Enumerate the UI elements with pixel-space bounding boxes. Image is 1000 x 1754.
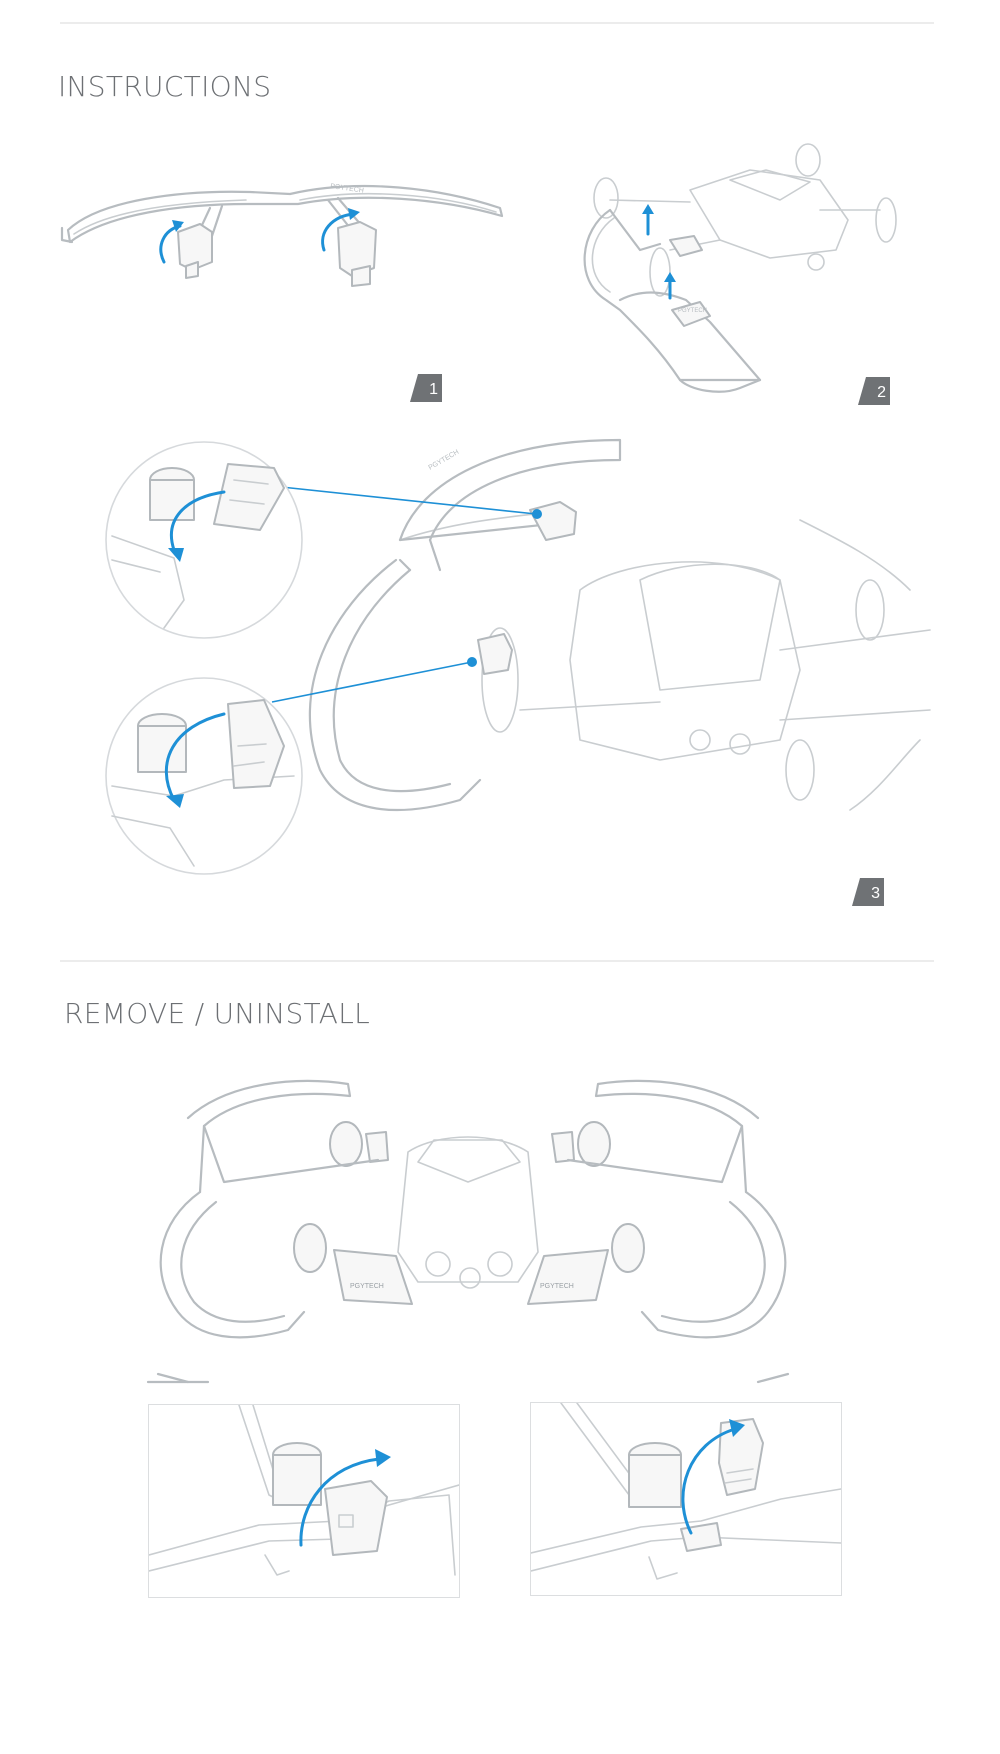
zoom-upper-icon <box>105 441 303 639</box>
svg-text:PGYTECH: PGYTECH <box>330 183 364 195</box>
badge-shape-icon <box>858 377 890 405</box>
top-divider <box>60 22 934 24</box>
step-2-number: 2 <box>877 384 886 401</box>
instructions-heading: INSTRUCTIONS <box>58 70 272 103</box>
guard-attach-icon: PGYTECH <box>583 143 897 393</box>
clip-open-icon <box>530 1402 842 1580</box>
svg-text:PGYTECH: PGYTECH <box>428 449 461 472</box>
propeller-guard-icon: PGYTECH <box>60 183 504 287</box>
drone-with-guards-icon: PGYTECH PGYTECH <box>146 1079 790 1384</box>
badge-shape-icon <box>410 374 442 402</box>
drone-install-icon: PGYTECH <box>271 438 931 812</box>
clip-release-icon <box>148 1404 460 1576</box>
remove-detail-right <box>530 1402 842 1596</box>
svg-text:PGYTECH: PGYTECH <box>350 1283 384 1290</box>
step-1-number: 1 <box>429 381 438 398</box>
remove-heading: REMOVE / UNINSTALL <box>64 997 371 1030</box>
svg-text:PGYTECH: PGYTECH <box>540 1283 574 1290</box>
svg-text:PGYTECH: PGYTECH <box>678 308 707 314</box>
step-3-badge: 3 <box>852 878 884 906</box>
step-3-number: 3 <box>871 885 880 902</box>
remove-detail-left <box>148 1404 460 1598</box>
zoom-lower-icon <box>105 677 303 875</box>
badge-shape-icon <box>852 878 884 906</box>
step-1-badge: 1 <box>410 374 442 402</box>
section-divider <box>60 960 934 962</box>
step-2-badge: 2 <box>858 377 890 405</box>
